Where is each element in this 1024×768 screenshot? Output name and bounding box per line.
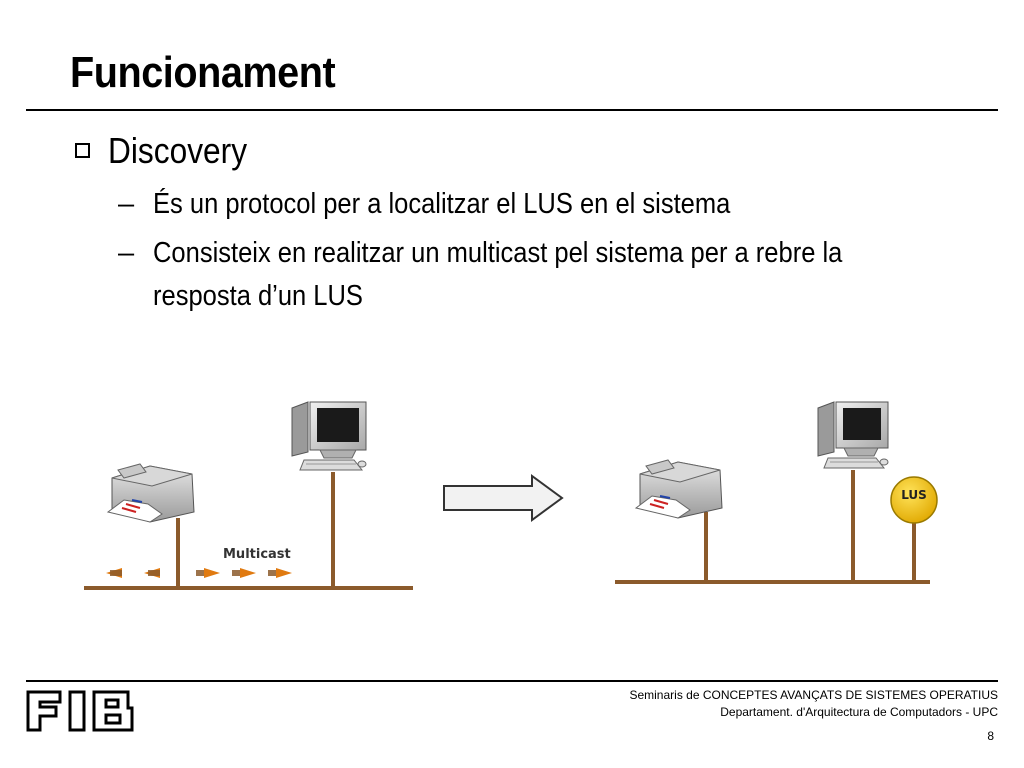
multicast-arrows [106, 568, 292, 578]
subbullet-2-line-1: Consisteix en realitzar un multicast pel… [153, 237, 843, 269]
dash-bullet-2: – [118, 237, 135, 269]
right-arrow-icon [276, 568, 292, 578]
square-bullet-icon [75, 143, 90, 158]
page-number: 8 [987, 729, 994, 743]
footer-department: Departament. d'Arquitectura de Computado… [720, 705, 998, 719]
subbullet-2-line-2: resposta d’un LUS [153, 280, 363, 312]
right-network: LUS [615, 401, 938, 584]
transition-arrow-icon [443, 474, 564, 522]
computer-icon [817, 401, 889, 469]
computer-icon [291, 401, 367, 471]
footer-seminar: Seminaris de CONCEPTES AVANÇATS DE SISTE… [629, 688, 998, 702]
left-network: Multicast [84, 401, 413, 590]
lus-node-icon [890, 476, 938, 524]
multicast-label: Multicast [223, 547, 291, 562]
dash-bullet-1: – [118, 188, 135, 220]
printer-icon [106, 463, 195, 523]
fib-logo [26, 690, 134, 732]
title-divider [26, 109, 998, 111]
subbullet-1-line-1: És un protocol per a localitzar el LUS e… [153, 188, 731, 220]
footer-divider [26, 680, 998, 682]
printer-icon [634, 459, 723, 519]
right-arrow-icon [240, 568, 256, 578]
lus-label: LUS [901, 488, 927, 502]
bullet-discovery: Discovery [108, 130, 248, 171]
right-arrow-icon [204, 568, 220, 578]
slide-title: Funcionament [70, 48, 336, 97]
